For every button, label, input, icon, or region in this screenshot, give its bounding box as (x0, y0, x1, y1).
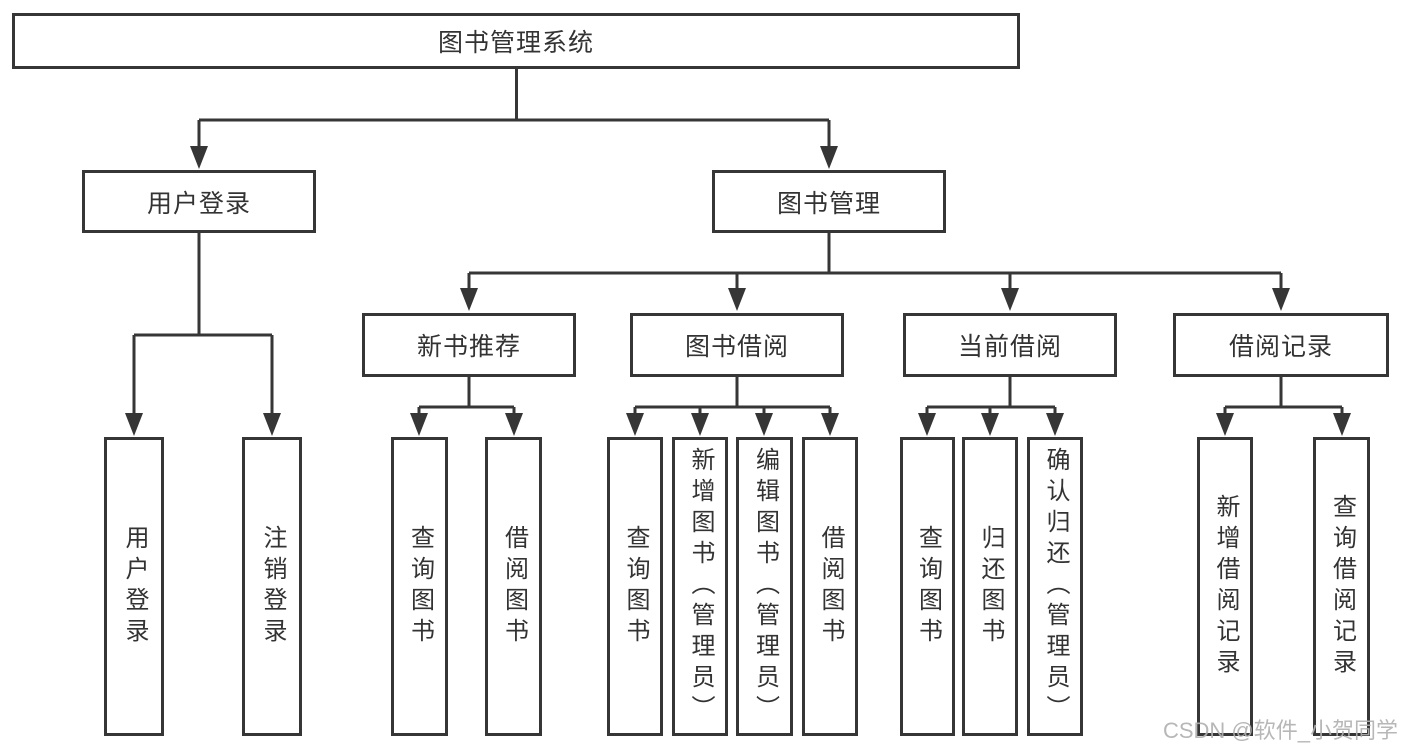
arrowhead (460, 288, 478, 311)
arrowhead (821, 413, 839, 436)
arrowhead (1272, 288, 1290, 311)
leaf-add-borrow-record: 新增借阅记录 (1197, 437, 1253, 736)
leaf-confirm-return-admin: 确认归还（管理员） (1027, 437, 1083, 736)
leaf-logout: 注销登录 (242, 437, 302, 736)
node-user-login-branch: 用户登录 (82, 170, 316, 233)
arrowhead (125, 413, 143, 436)
leaf-return-books: 归还图书 (962, 437, 1018, 736)
csdn-watermark: CSDN @软件_小贺同学 (1162, 718, 1398, 743)
connector-path (132, 69, 1344, 417)
arrowhead (1333, 413, 1351, 436)
leaf-query-books-recommend: 查询图书 (391, 437, 448, 736)
arrowhead (1216, 413, 1234, 436)
arrowhead (820, 146, 838, 169)
node-current-borrowing: 当前借阅 (903, 313, 1117, 377)
arrowhead (755, 413, 773, 436)
leaf-query-books-borrowing: 查询图书 (607, 437, 663, 736)
leaf-query-borrow-record: 查询借阅记录 (1313, 437, 1370, 736)
arrowhead (505, 413, 523, 436)
arrowheads (125, 146, 1351, 436)
node-borrowing-records: 借阅记录 (1173, 313, 1389, 377)
leaf-borrow-books-recommend: 借阅图书 (485, 437, 542, 736)
node-book-management-branch: 图书管理 (712, 170, 946, 233)
node-library-management-system: 图书管理系统 (12, 13, 1020, 69)
arrowhead (918, 413, 936, 436)
arrowhead (263, 413, 281, 436)
leaf-user-login: 用户登录 (104, 437, 164, 736)
leaf-add-books-admin: 新增图书（管理员） (672, 437, 728, 736)
arrowhead (691, 413, 709, 436)
arrowhead (1046, 413, 1064, 436)
arrowhead (1001, 288, 1019, 311)
arrowhead (410, 413, 428, 436)
arrowhead (190, 146, 208, 169)
arrowhead (626, 413, 644, 436)
leaf-borrow-books: 借阅图书 (802, 437, 858, 736)
arrowhead (981, 413, 999, 436)
node-new-book-recommendation: 新书推荐 (362, 313, 576, 377)
leaf-edit-books-admin: 编辑图书（管理员） (736, 437, 793, 736)
node-book-borrowing: 图书借阅 (630, 313, 844, 377)
leaf-query-books-current: 查询图书 (900, 437, 955, 736)
arrowhead (728, 288, 746, 311)
